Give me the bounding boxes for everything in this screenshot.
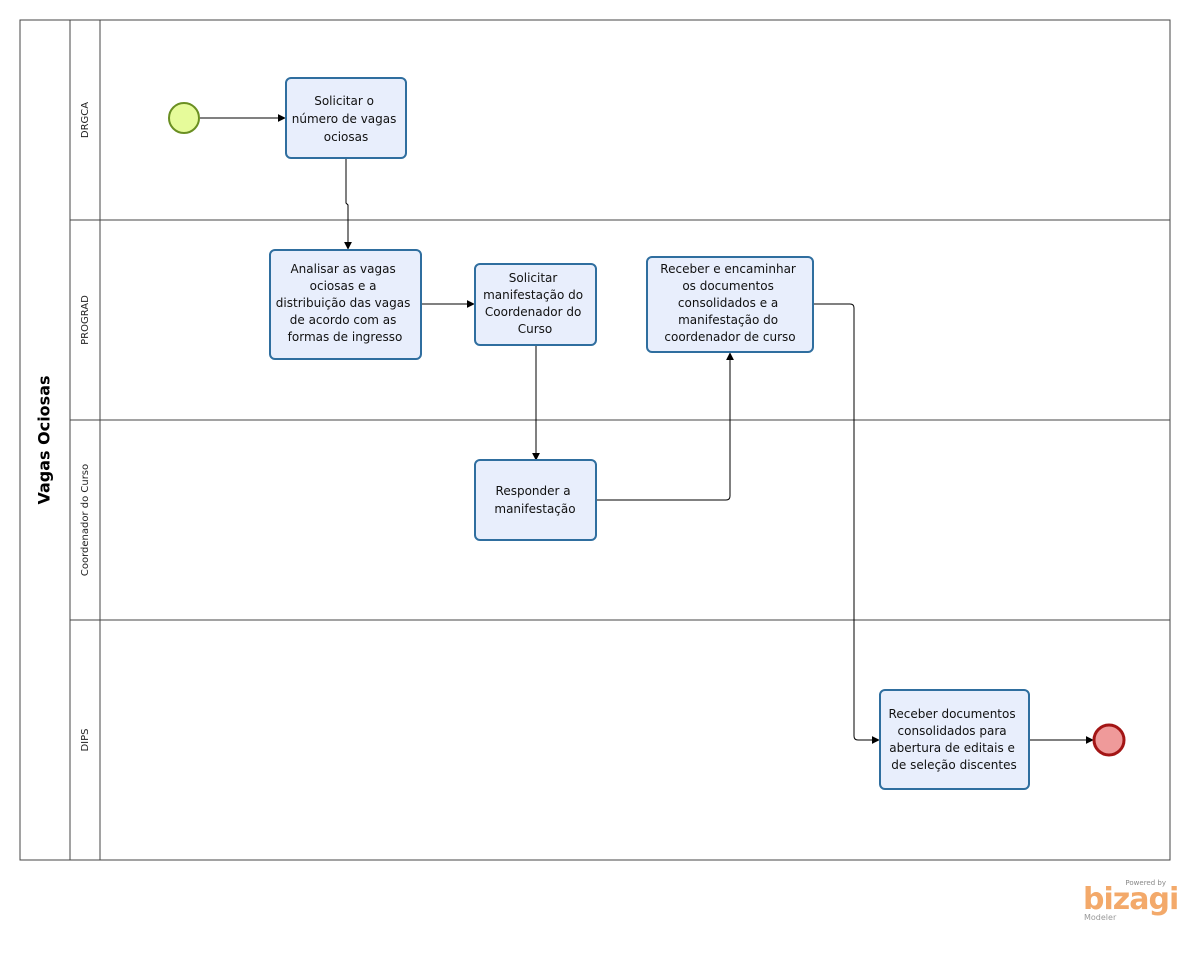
start-event[interactable] — [168, 102, 200, 134]
task-line: consolidados para — [898, 724, 1007, 738]
task-line: Responder a — [496, 484, 571, 498]
task-receber-encaminhar[interactable]: Receber e encaminhar os documentos conso… — [646, 256, 814, 353]
task-line: de seleção discentes — [891, 758, 1016, 772]
task-solicitar-manifestacao[interactable]: Solicitar manifestação do Coordenador do… — [474, 263, 597, 346]
task-responder-manifestacao[interactable]: Responder a manifestação — [474, 459, 597, 541]
task-line: manifestação do — [678, 313, 778, 327]
flow-t1-to-t2 — [344, 158, 352, 250]
pool-title: Vagas Ociosas — [35, 375, 54, 504]
task-line: distribuição das vagas — [276, 296, 411, 310]
end-event[interactable] — [1092, 723, 1126, 757]
flow-t5-to-t4 — [596, 352, 734, 501]
task-solicitar-numero-vagas[interactable]: Solicitar o número de vagas ociosas — [285, 77, 407, 159]
task-line: Curso — [518, 322, 553, 336]
task-line: Receber e encaminhar — [660, 262, 796, 276]
svg-text:Solicitar o número de va: Solicitar o número de vagas ociosas — [292, 94, 400, 144]
task-line: ociosas e a — [310, 279, 377, 293]
task-line: Solicitar — [509, 271, 558, 285]
task-analisar-vagas[interactable]: Analisar as vagas ociosas e a distribuiç… — [269, 249, 422, 360]
task-line: coordenador de curso — [664, 330, 795, 344]
task-line: os documentos — [682, 279, 774, 293]
bizagi-logo: bizagi — [1083, 882, 1179, 917]
task-line: número de vagas — [292, 112, 397, 126]
task-line: Coordenador do — [485, 305, 581, 319]
svg-text:Responder a manifestação: Responder a manifestação — [494, 484, 575, 516]
flow-t4-to-t6 — [813, 303, 880, 744]
task-line: formas de ingresso — [288, 330, 403, 344]
task-line: manifestação — [494, 502, 575, 516]
powered-by-label: Powered by — [1125, 879, 1166, 887]
svg-text:Analisar as vagas ociosa: Analisar as vagas ociosas e a distribuiç… — [276, 262, 414, 344]
task-line: Analisar as vagas — [290, 262, 395, 276]
svg-text:Receber e encaminhar os: Receber e encaminhar os documentos conso… — [660, 262, 799, 344]
lane-separators — [70, 219, 1170, 621]
task-line: Receber documentos — [889, 707, 1016, 721]
modeler-label: Modeler — [1084, 913, 1117, 922]
task-line: Solicitar o — [314, 94, 374, 108]
lane-label-coordenador: Coordenador do Curso — [80, 464, 91, 576]
sequence-flows — [200, 114, 1094, 744]
task-receber-documentos[interactable]: Receber documentos consolidados para abe… — [879, 689, 1030, 790]
svg-text:Receber documentos conso: Receber documentos consolidados para abe… — [889, 707, 1020, 772]
task-line: manifestação do — [483, 288, 583, 302]
lane-label-prograd: PROGRAD — [80, 295, 91, 345]
task-line: consolidados e a — [678, 296, 778, 310]
task-line: ociosas — [324, 130, 368, 144]
lane-label-dips: DIPS — [80, 728, 91, 751]
task-line: de acordo com as — [290, 313, 397, 327]
lane-label-drgca: DRGCA — [80, 102, 91, 138]
task-line: abertura de editais e — [889, 741, 1015, 755]
svg-text:Solicitar manifestação d: Solicitar manifestação do Coordenador do… — [483, 271, 587, 336]
